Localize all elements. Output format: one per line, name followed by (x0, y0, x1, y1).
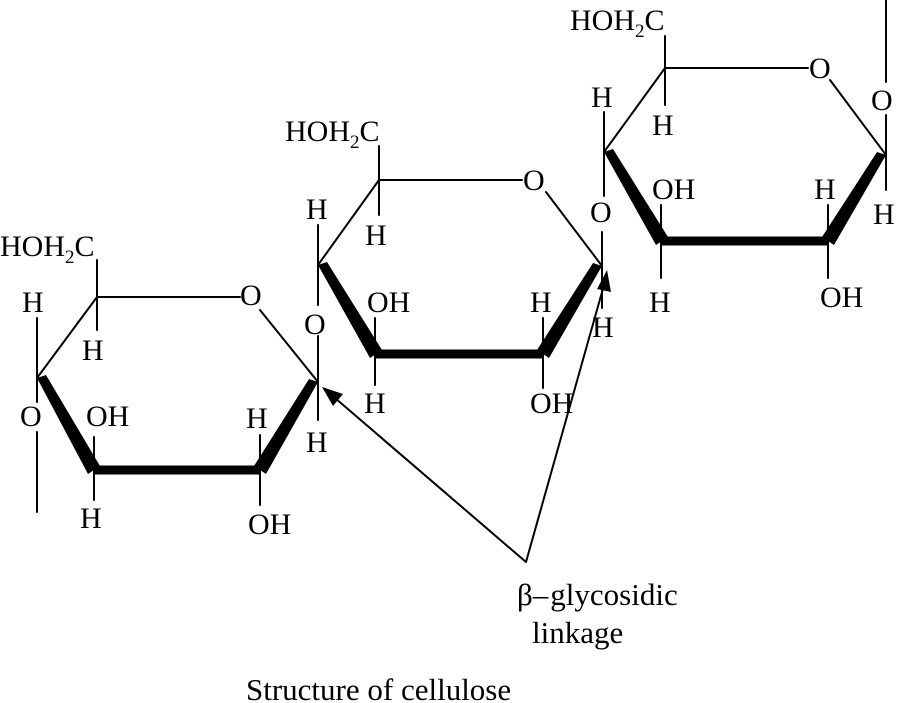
oh-label: OH (248, 508, 291, 541)
oh-label: OH (367, 286, 410, 319)
bond (545, 191, 603, 267)
h-label: H (649, 286, 671, 319)
ring-2: HOH2C H H O OH H H OH H (285, 115, 614, 420)
wedge-bond (37, 375, 100, 474)
h-label: H (652, 109, 674, 142)
h-label: H (306, 426, 328, 459)
ring-oxygen-label: O (809, 52, 831, 85)
annotation-line1: β–glycosidic (517, 577, 678, 612)
wedge-bond (254, 379, 318, 474)
wedge-bond (318, 262, 382, 358)
h-label: H (591, 81, 613, 114)
bond (603, 67, 666, 153)
bond (317, 179, 380, 266)
bond (36, 296, 98, 379)
h-label: H (814, 173, 836, 206)
linkage-arrows (322, 270, 611, 563)
h-label: H (22, 286, 44, 319)
h-label: H (530, 286, 552, 319)
ch2oh-label: HOH2C (0, 230, 95, 268)
h-label: H (364, 387, 386, 420)
h-label: H (82, 334, 104, 367)
wedge-bond (537, 263, 602, 358)
oh-label: OH (86, 400, 129, 433)
h-label: H (592, 311, 614, 344)
arrow-head-left (322, 387, 343, 406)
bond (259, 309, 319, 383)
ring-oxygen-label: O (523, 164, 545, 197)
h-label: H (873, 198, 895, 231)
oh-label: OH (652, 173, 695, 206)
h-label: H (80, 502, 102, 535)
glycosidic-link-1: O (304, 264, 326, 351)
wedge-bond (822, 152, 886, 245)
h-label: H (365, 219, 387, 252)
arrow-head-right (597, 270, 611, 292)
ring-oxygen-label: O (240, 279, 262, 312)
h-label: H (306, 193, 328, 226)
caption: Structure of cellulose (246, 672, 511, 703)
oh-label: OH (820, 281, 863, 314)
bond (829, 79, 887, 156)
glycosidic-link-2: O (590, 151, 612, 229)
arrow-line-left (334, 397, 527, 563)
oxygen-label: O (20, 400, 42, 433)
ring-1: HOH2C H H O O OH H H OH H (0, 230, 328, 541)
bridge-oxygen-label: O (590, 196, 612, 229)
bridge-oxygen-label: O (304, 308, 326, 341)
ch2oh-label: HOH2C (285, 115, 380, 153)
oh-label: OH (530, 387, 573, 420)
oxygen-label: O (871, 84, 893, 117)
annotation-line2: linkage (532, 615, 623, 650)
arrow-line-right (525, 284, 605, 563)
h-label: H (246, 402, 268, 435)
ch2oh-label: HOH2C (570, 4, 665, 42)
ring-3: HOH2C H H O O OH H H OH H (570, 0, 895, 319)
wedge-bond (604, 149, 668, 245)
